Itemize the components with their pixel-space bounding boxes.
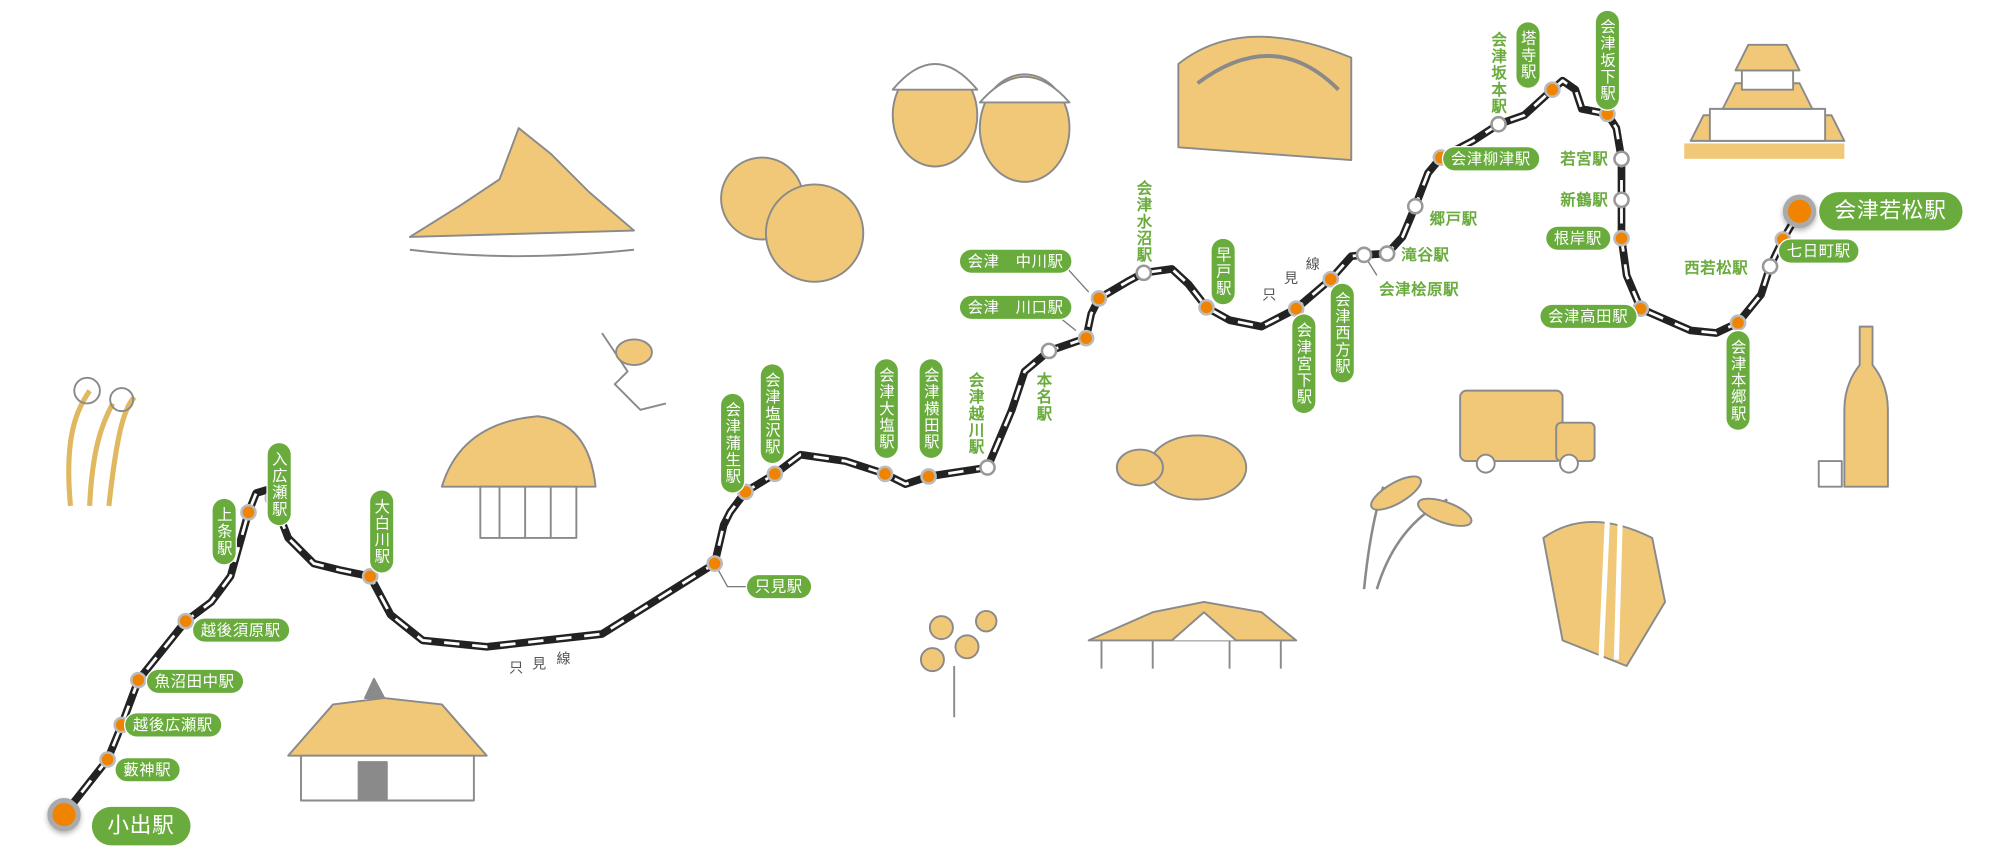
station-label[interactable]: 会津桧原駅 (1379, 280, 1460, 299)
station-building-illustration (287, 677, 488, 802)
rapeseed-flower-illustration (919, 609, 998, 718)
rice-plant-illustration (1362, 475, 1473, 590)
station-marker[interactable] (177, 612, 195, 630)
station-marker[interactable] (240, 503, 257, 521)
station-label[interactable]: 郷戸駅 (1429, 210, 1478, 228)
fern-illustration (66, 376, 137, 507)
station-label[interactable]: 藪神駅 (115, 758, 180, 782)
station-label[interactable]: 早戸駅 (1211, 238, 1235, 305)
farmhouse-illustration (1087, 601, 1298, 669)
station-marker[interactable] (1135, 264, 1153, 282)
station-marker[interactable] (766, 465, 784, 483)
station-label[interactable]: 滝谷駅 (1401, 245, 1450, 264)
snow-house-illustration (440, 415, 597, 539)
station-marker[interactable] (47, 797, 81, 832)
station-marker[interactable] (1040, 342, 1058, 360)
station-marker[interactable] (1077, 329, 1095, 347)
station-label[interactable]: 西若松駅 (1684, 258, 1749, 277)
station-marker[interactable] (1613, 229, 1630, 247)
station-label[interactable]: 会津大塩駅 (874, 359, 898, 458)
station-label[interactable]: 会津本郷駅 (1726, 331, 1750, 430)
station-marker[interactable] (1090, 290, 1108, 307)
line-name-char: 見 (1284, 270, 1299, 287)
station-label[interactable]: 会津高田駅 (1540, 304, 1636, 328)
station-label[interactable]: 会津越川駅 (967, 372, 985, 456)
station-label[interactable]: 越後須原駅 (193, 618, 289, 642)
station-label[interactable]: 入広瀬駅 (267, 443, 291, 526)
lily-flower-illustration (601, 332, 667, 411)
okiagari-koboshi-dolls-illustration (891, 63, 1071, 183)
station-label[interactable]: 会津 川口駅 (959, 295, 1072, 319)
station-marker[interactable] (1198, 299, 1215, 316)
station-marker[interactable] (1378, 245, 1396, 262)
tsuruga-castle-illustration (1684, 43, 1846, 159)
station-marker[interactable] (1544, 81, 1561, 98)
station-label[interactable]: 大白川駅 (370, 490, 394, 573)
station-label[interactable]: 魚沼田中駅 (146, 669, 243, 693)
station-label[interactable]: 塔寺駅 (1516, 22, 1540, 88)
station-label[interactable]: 会津塩沢駅 (760, 364, 784, 464)
station-label[interactable]: 会津若松駅 (1819, 192, 1962, 231)
station-marker[interactable] (1322, 270, 1340, 288)
station-label[interactable]: 本名駅 (1034, 372, 1053, 423)
station-marker[interactable] (361, 568, 379, 585)
station-label[interactable]: 会津宮下駅 (1292, 314, 1316, 414)
station-marker[interactable] (1613, 191, 1630, 209)
station-marker[interactable] (876, 465, 894, 483)
mountain-illustration (408, 127, 635, 258)
railway-track-dash (62, 79, 1801, 816)
station-marker[interactable] (1613, 150, 1630, 168)
station-label[interactable]: 会津西方駅 (1330, 283, 1354, 383)
station-label[interactable]: 会津横田駅 (919, 359, 943, 458)
station-marker[interactable] (1406, 197, 1424, 215)
station-marker[interactable] (1729, 314, 1747, 332)
station-marker[interactable] (706, 555, 724, 572)
akabeko-cow-illustration (1115, 434, 1248, 501)
station-label[interactable]: 新鶴駅 (1560, 190, 1609, 209)
station-label[interactable]: 会津柳津駅 (1443, 147, 1539, 171)
line-name-char: 線 (1305, 256, 1320, 273)
station-label[interactable]: 上条駅 (212, 498, 236, 565)
station-label[interactable]: 会津坂下駅 (1595, 10, 1619, 110)
station-marker[interactable] (1490, 115, 1507, 133)
station-label[interactable]: 根岸駅 (1546, 226, 1610, 250)
station-label[interactable]: 只見駅 (747, 575, 811, 599)
station-marker[interactable] (979, 459, 996, 476)
station-marker[interactable] (130, 671, 147, 689)
bonnet-bus-illustration (1459, 389, 1596, 474)
waterfall-illustration (1542, 518, 1667, 667)
station-label[interactable]: 七日町駅 (1779, 239, 1859, 263)
station-marker[interactable] (920, 468, 937, 485)
station-label[interactable]: 小出駅 (91, 806, 190, 846)
station-label[interactable]: 会津蒲生駅 (721, 393, 745, 493)
line-name-char: 只 (1262, 286, 1277, 304)
station-label[interactable]: 会津 中川駅 (959, 249, 1072, 273)
railway-bridge-illustration (1177, 35, 1353, 162)
station-label[interactable]: 越後広瀬駅 (125, 713, 221, 737)
station-marker[interactable] (1782, 194, 1817, 228)
line-name-char: 見 (532, 655, 547, 673)
line-name-char: 線 (556, 650, 571, 668)
sake-bottle-illustration (1817, 325, 1889, 488)
station-marker[interactable] (1761, 258, 1779, 275)
persimmon-illustration (720, 156, 865, 283)
station-marker[interactable] (1355, 246, 1373, 264)
station-label[interactable]: 会津坂本駅 (1489, 31, 1508, 115)
station-label[interactable]: 若宮駅 (1560, 149, 1609, 168)
line-name-char: 只 (509, 659, 524, 677)
station-marker[interactable] (99, 751, 116, 768)
station-label[interactable]: 会津水沼駅 (1134, 179, 1153, 264)
